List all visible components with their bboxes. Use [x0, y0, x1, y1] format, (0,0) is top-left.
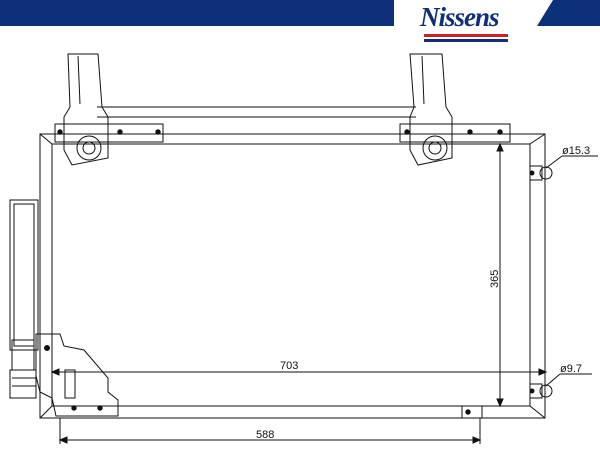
top-bar [54, 106, 511, 143]
receiver-dryer [9, 199, 39, 399]
logo-red-stripe [424, 34, 508, 37]
logo-blue-stripe [424, 39, 508, 42]
top-banner-left [0, 0, 394, 26]
dimension-label-365: 365 [489, 270, 501, 288]
outlet-fitting [529, 383, 553, 399]
outlet-diameter-leader [545, 373, 592, 387]
dimension-703 [50, 368, 548, 376]
inlet-diameter-leader [545, 155, 598, 169]
left-mounting-bracket [57, 53, 161, 166]
dimension-365 [496, 142, 504, 408]
dimension-label-588: 588 [256, 429, 274, 441]
brand-logo: Nissens [420, 0, 512, 44]
right-mounting-bracket [404, 53, 503, 166]
bottom-bracket [461, 405, 483, 419]
dimension-label-703: 703 [280, 360, 298, 372]
inlet-diameter-label: ø15.3 [562, 145, 590, 157]
dimension-588 [58, 418, 482, 444]
brand-logo-text: Nissens [420, 2, 500, 32]
inlet-fitting [529, 165, 553, 181]
condenser-frame [39, 133, 546, 419]
outlet-diameter-label: ø9.7 [560, 363, 582, 375]
lower-left-flange [35, 333, 119, 417]
